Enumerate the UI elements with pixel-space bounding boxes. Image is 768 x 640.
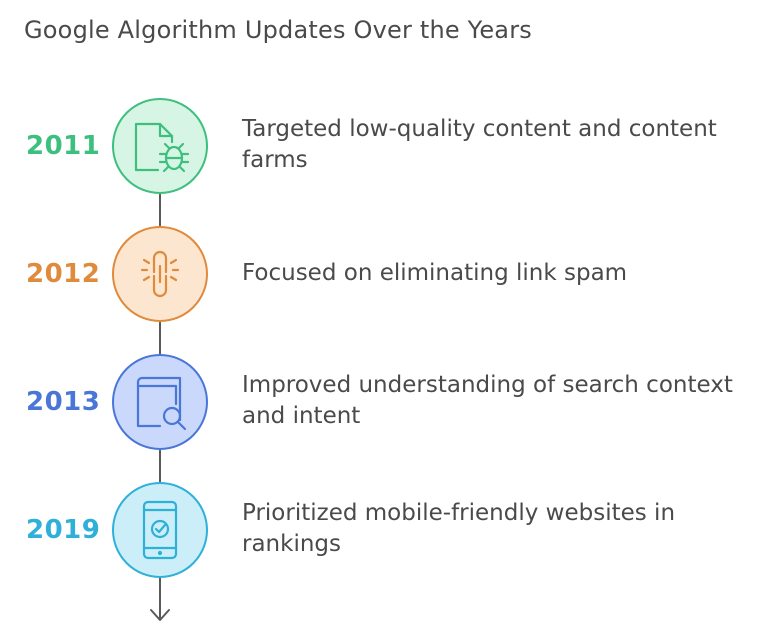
timeline-description-2019: Prioritized mobile-friendly websites in … [242,500,676,557]
timeline-node-2013 [112,354,208,450]
timeline-node-2019 [112,482,208,578]
year-label-2019: 2019 [26,515,101,545]
broken-link-icon [140,250,180,298]
timeline-node-2011 [112,98,208,194]
timeline-description-2011: Targeted low-quality content and content… [242,116,717,173]
year-label-2012: 2012 [26,259,101,289]
timeline-node-2012 [112,226,208,322]
book-search-icon [136,376,187,431]
year-label-2011: 2011 [26,131,101,161]
timeline-description-2013: Improved understanding of search context… [242,372,733,429]
year-label-2013: 2013 [26,387,101,417]
arrow-down-icon [150,609,170,621]
mobile-check-icon [142,500,178,560]
page-title: Google Algorithm Updates Over the Years [24,16,532,44]
bug-document-icon [134,122,190,173]
timeline-description-2012: Focused on eliminating link spam [242,260,628,286]
